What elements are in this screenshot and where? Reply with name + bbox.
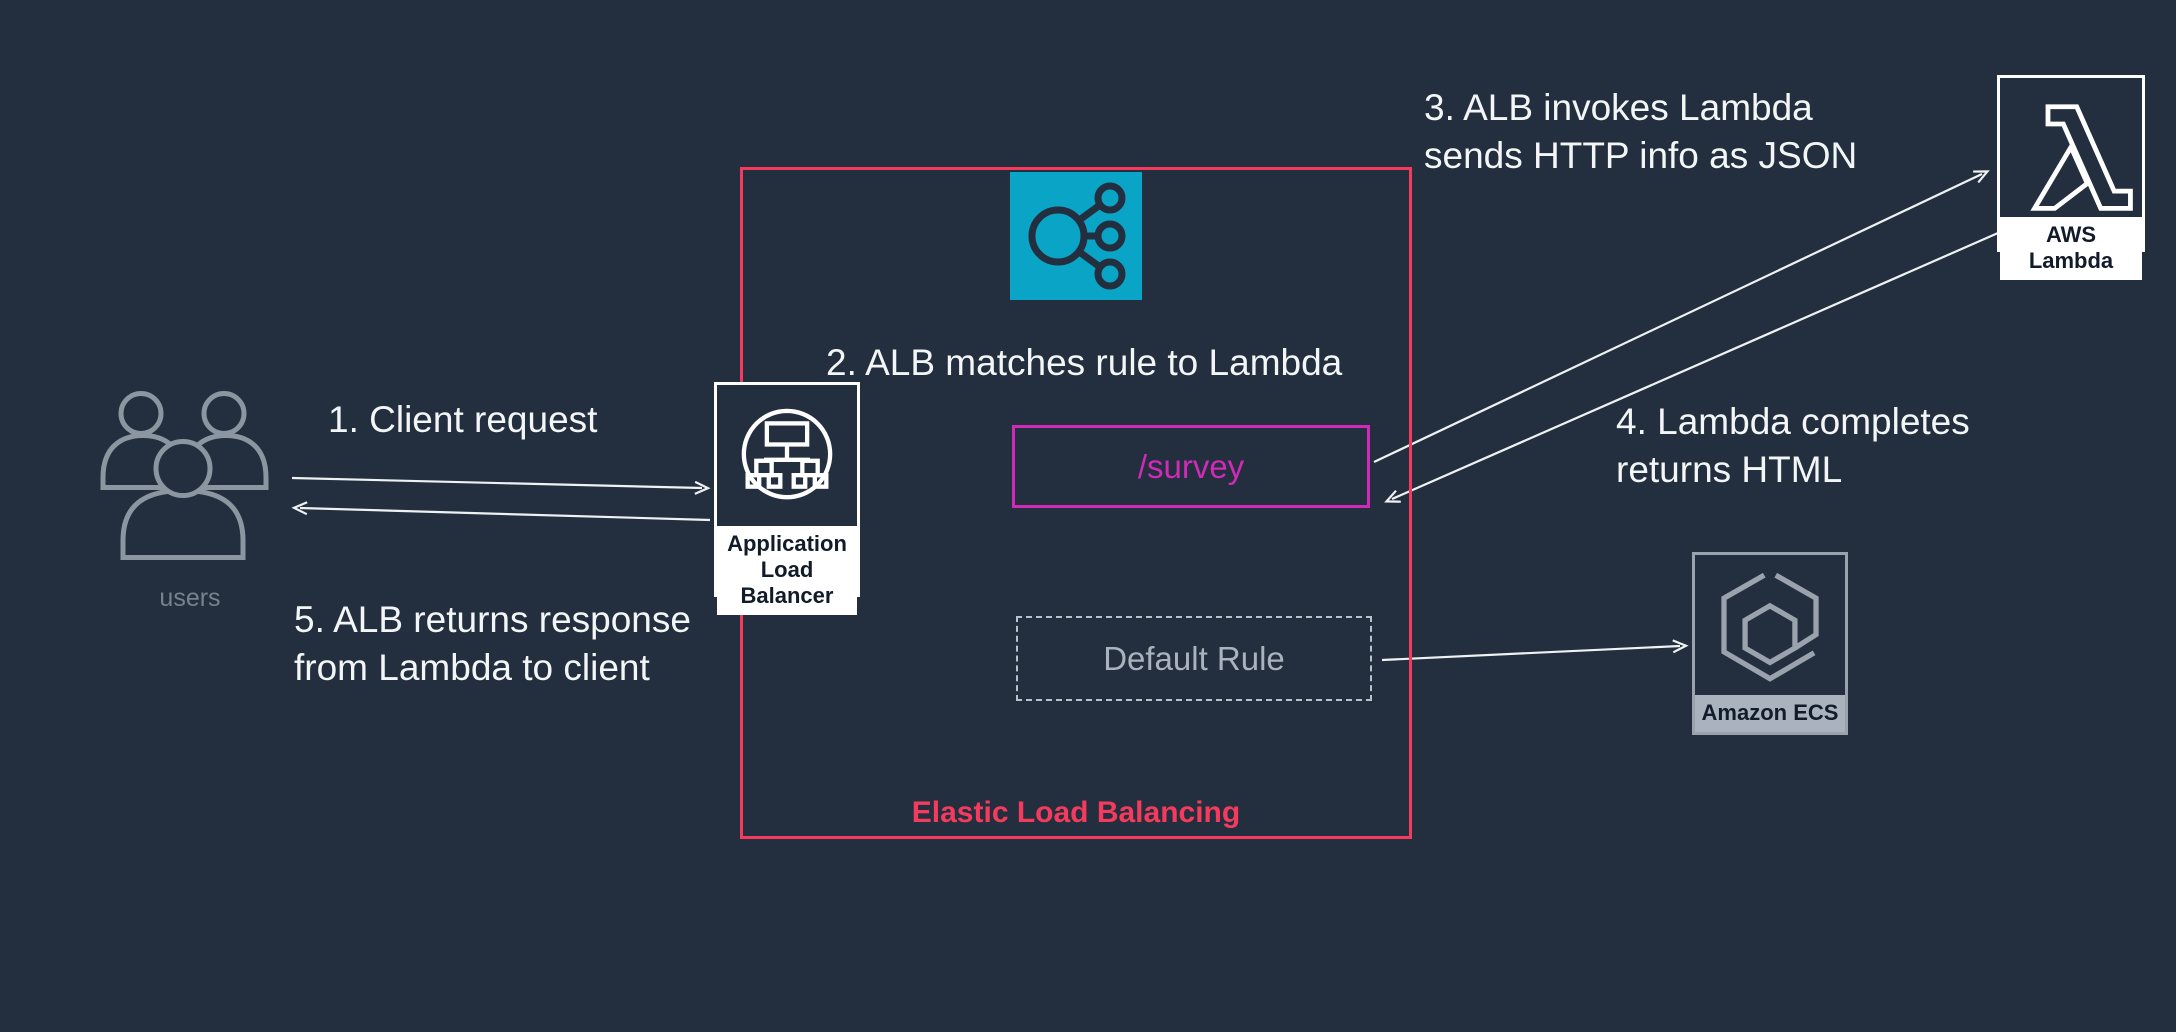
aws-lambda-card: AWS Lambda	[1997, 75, 2145, 280]
step-2-alb-matches-rule: 2. ALB matches rule to Lambda	[826, 342, 1343, 383]
aws-lambda-icon	[2000, 78, 2142, 217]
aws-lambda-label: AWS Lambda	[2000, 217, 2142, 280]
survey-rule-box: /survey	[1012, 425, 1370, 508]
elastic-load-balancing-label: Elastic Load Balancing	[911, 796, 1241, 829]
amazon-ecs-label: Amazon ECS	[1695, 695, 1845, 732]
amazon-ecs-card: Amazon ECS	[1692, 552, 1848, 735]
elastic-load-balancing-icon	[1010, 172, 1142, 300]
users-icon	[95, 385, 385, 565]
step-1-client-request: 1. Client request	[328, 399, 598, 440]
application-load-balancer-icon	[717, 385, 857, 526]
application-load-balancer-label: Application Load Balancer	[717, 526, 857, 615]
default-rule-box: Default Rule	[1016, 616, 1372, 701]
default-rule-label: Default Rule	[1103, 639, 1285, 677]
arrow-default-to-ecs	[1381, 639, 1689, 662]
person-front	[120, 439, 246, 560]
users-label: users	[159, 584, 221, 612]
step-3-alb-invokes-lambda: 3. ALB invokes Lambda sends HTTP info as…	[1424, 87, 1858, 176]
application-load-balancer-card: Application Load Balancer	[714, 382, 860, 615]
step-5-alb-returns-response: 5. ALB returns response from Lambda to c…	[294, 599, 691, 688]
step-4-lambda-completes: 4. Lambda completes returns HTML	[1616, 401, 1970, 490]
survey-rule-label: /survey	[1137, 447, 1245, 485]
amazon-ecs-icon	[1695, 555, 1845, 695]
